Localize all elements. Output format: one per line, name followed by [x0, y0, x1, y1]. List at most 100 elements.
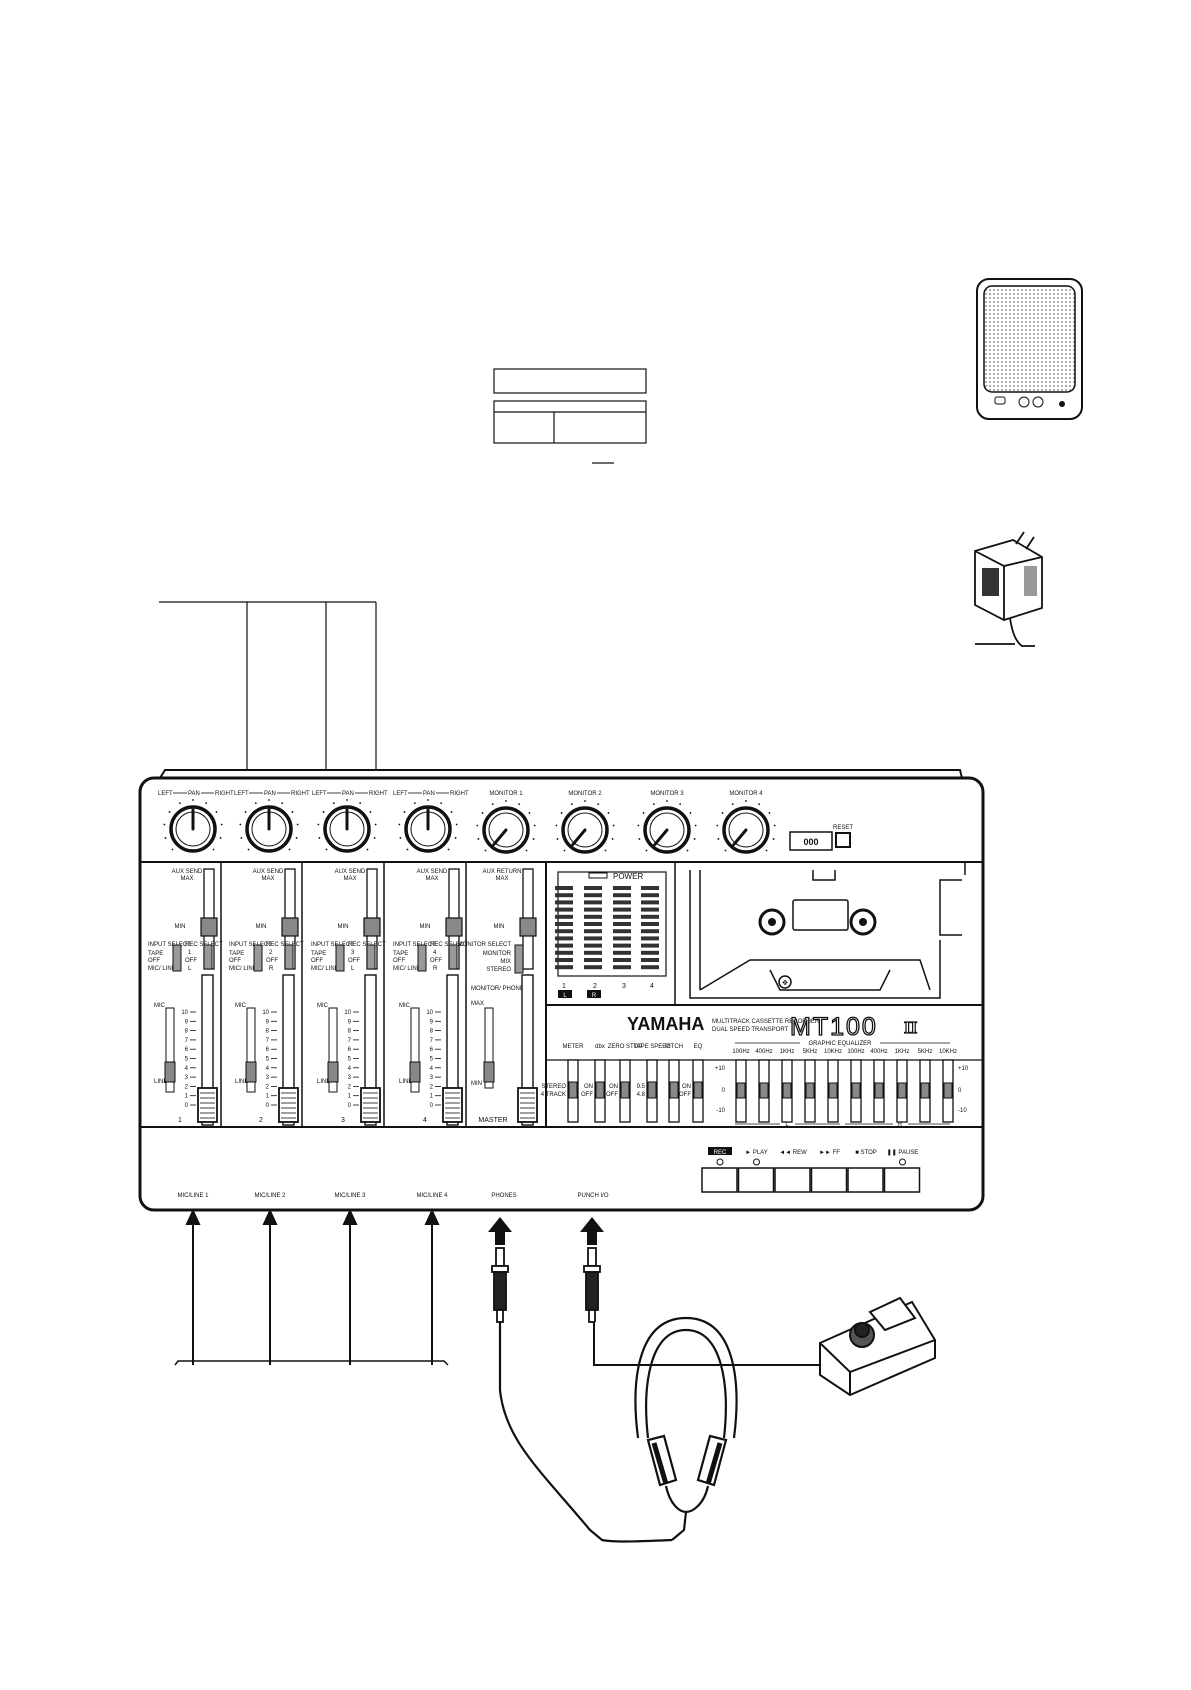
channel-fader-2[interactable]	[278, 1087, 299, 1123]
transport-button-play[interactable]	[737, 1167, 775, 1193]
rec-off-label: OFF	[430, 958, 442, 964]
switch-state-a-2: ON	[584, 1084, 593, 1090]
meter-segment	[555, 936, 573, 941]
eq-slider-1[interactable]	[736, 1082, 746, 1099]
rec-select-switch-4[interactable]	[448, 944, 458, 970]
transport-button-pause[interactable]	[883, 1167, 921, 1193]
eq-slider-8[interactable]	[897, 1082, 907, 1099]
transport-button-stop[interactable]	[847, 1167, 884, 1193]
eq-slider-4[interactable]	[805, 1082, 815, 1099]
eq-scale-top: +10	[715, 1066, 726, 1072]
switch-label-5: PITCH	[665, 1044, 683, 1050]
counter-reset-label: RESET	[833, 825, 853, 831]
switch-2[interactable]	[595, 1081, 605, 1099]
rec-select-switch-1[interactable]	[203, 944, 213, 970]
input-select-switch-2[interactable]	[253, 944, 263, 972]
eq-band-label-6: 100Hz	[847, 1049, 864, 1055]
switch-state-b-1: 4 TRACK	[541, 1092, 566, 1098]
fader-scale-mark: 3	[348, 1075, 352, 1081]
trim-fader-2[interactable]	[245, 1061, 257, 1083]
eq-slider-2[interactable]	[759, 1082, 769, 1099]
aux-min-label-2: MIN	[256, 924, 267, 930]
rec-select-switch-3[interactable]	[366, 944, 376, 970]
channel-fader-4[interactable]	[442, 1087, 463, 1123]
aux-return-fader[interactable]	[519, 917, 537, 937]
rec-select-value-1: 1	[188, 950, 192, 956]
pan-center-label: PAN	[264, 791, 276, 797]
transport-led	[899, 1158, 906, 1166]
transport-ff: ►► FF	[810, 1150, 848, 1193]
monitor-select-label: MONITOR SELECT	[458, 942, 512, 948]
eq-slider-10[interactable]	[943, 1082, 953, 1099]
pan-knob-2[interactable]	[239, 799, 299, 853]
meter-segment	[555, 886, 573, 890]
eq-slider-7[interactable]	[874, 1082, 884, 1099]
pan-knob-1[interactable]	[163, 799, 223, 853]
monitor-knob-3[interactable]	[637, 800, 697, 854]
trim-fader-1[interactable]	[164, 1061, 176, 1083]
transport-button-rew[interactable]	[774, 1167, 811, 1193]
aux-send-fader-2[interactable]	[281, 917, 299, 937]
channel-fader-1[interactable]	[197, 1087, 218, 1123]
switch-4[interactable]	[647, 1081, 657, 1099]
cassette-hub-left	[758, 908, 786, 936]
trim-fader-3[interactable]	[327, 1061, 339, 1083]
aux-min-label-3: MIN	[338, 924, 349, 930]
counter-reset-button[interactable]	[835, 832, 851, 848]
meter-segment	[555, 914, 573, 919]
power-label: POWER	[613, 872, 643, 881]
channel-fader-3[interactable]	[360, 1087, 381, 1123]
aux-max-label-3: MAX	[343, 876, 356, 882]
eq-slider-9[interactable]	[920, 1082, 930, 1099]
fader-scale-mark: 0	[185, 1103, 189, 1109]
input-select-switch-1[interactable]	[172, 944, 182, 972]
meter-segment	[641, 936, 659, 941]
aux-send-label-1: AUX SEND	[172, 869, 203, 875]
monitor-select-switch[interactable]	[514, 944, 524, 974]
eq-slider-5[interactable]	[828, 1082, 838, 1099]
input-select-switch-4[interactable]	[417, 944, 427, 972]
rec-select-switch-2[interactable]	[284, 944, 294, 970]
rec-select-value-2: 2	[269, 950, 273, 956]
switch-1[interactable]	[568, 1081, 578, 1099]
fader-scale-mark: 10	[262, 1010, 269, 1016]
trim-fader-4[interactable]	[409, 1061, 421, 1083]
eq-slider-6[interactable]	[851, 1082, 861, 1099]
monitor-knob-1[interactable]	[476, 800, 536, 854]
fader-scale-mark: 8	[185, 1029, 189, 1035]
fader-scale-mark: 7	[430, 1038, 434, 1044]
aux-send-fader-3[interactable]	[363, 917, 381, 937]
master-fader[interactable]	[517, 1087, 538, 1123]
trim-line-label: LINE	[154, 1079, 167, 1085]
eq-slider-3[interactable]	[782, 1082, 792, 1099]
meter-number-2: 2	[593, 983, 597, 990]
phones-level-fader[interactable]	[483, 1061, 495, 1083]
eq-scale-top-right: +10	[958, 1066, 969, 1072]
meter-segment	[641, 929, 659, 934]
transport-rew: ◄◄ REW	[774, 1150, 811, 1193]
brand-tagline-1: MULTITRACK CASSETTE RECORDER	[712, 1019, 820, 1025]
aux-min-label-4: MIN	[420, 924, 431, 930]
switch-6[interactable]	[693, 1081, 703, 1099]
cassette-hub-right	[849, 908, 877, 936]
transport-button-rec[interactable]	[701, 1167, 738, 1193]
monitor-select-monitor: MONITOR	[483, 951, 512, 957]
switch-5[interactable]	[669, 1081, 679, 1099]
callout-table	[493, 368, 647, 464]
monitor-knob-2[interactable]	[555, 800, 615, 854]
aux-send-fader-1[interactable]	[200, 917, 218, 937]
pan-left-label: LEFT	[234, 791, 249, 797]
input-select-switch-3[interactable]	[335, 944, 345, 972]
pan-knob-3[interactable]	[317, 799, 377, 853]
meter-segment	[584, 936, 602, 941]
monitor-knob-4[interactable]	[716, 800, 776, 854]
aux-send-fader-4[interactable]	[445, 917, 463, 937]
transport-button-ff[interactable]	[810, 1167, 848, 1193]
switch-3[interactable]	[620, 1081, 630, 1099]
pan-knob-4[interactable]	[398, 799, 458, 853]
